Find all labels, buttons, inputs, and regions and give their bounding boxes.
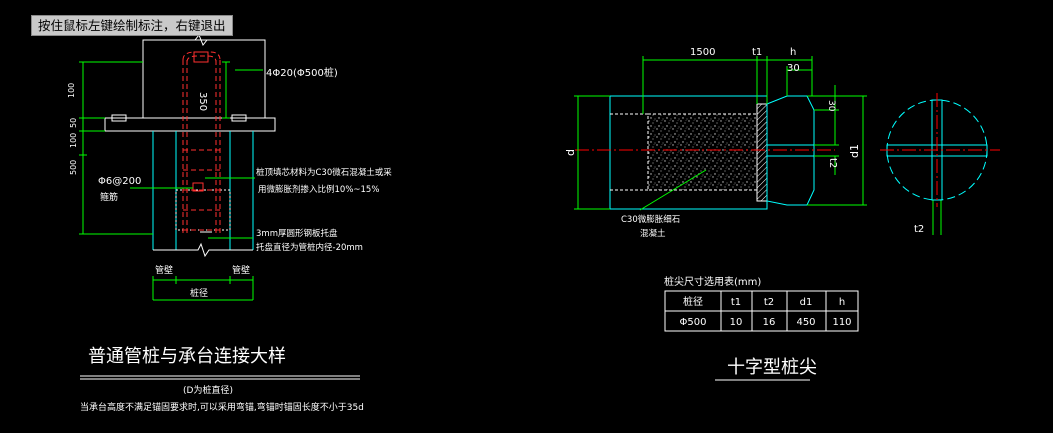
plate-note-1: 3mm厚圆形钢板托盘 xyxy=(256,228,338,239)
detail-note: 当承台高度不满足锚固要求时,可以采用弯锚,弯锚时锚固长度不小于35d xyxy=(80,401,364,413)
pile-cap-connection-detail xyxy=(79,34,360,380)
status-tooltip: 按住鼠标左键绘制标注，右键退出 xyxy=(31,15,233,36)
dim-h: h xyxy=(790,47,796,58)
table-header-cell: t1 xyxy=(731,297,741,308)
table-cell: Φ500 xyxy=(680,317,707,328)
dim-350: 350 xyxy=(197,92,208,111)
plate-note-2: 托盘直径为管桩内径-20mm xyxy=(256,242,363,253)
pile-tip-title: 十字型桩尖 xyxy=(727,357,817,378)
fill-note-1: 桩顶填芯材料为C30微石混凝土或采 xyxy=(256,167,392,178)
rebar-cage xyxy=(182,51,221,235)
dim-500: 500 xyxy=(69,160,78,175)
concrete-core xyxy=(647,113,768,191)
table-header-cell: t2 xyxy=(764,297,774,308)
cross-tip-outline xyxy=(766,95,815,206)
left-detail-labels: 4Φ20(Φ500桩) 350 100 50 100 500 Φ6@200 箍筋… xyxy=(67,66,392,413)
table-cell: 10 xyxy=(730,317,743,328)
dim-100b: 100 xyxy=(69,133,78,148)
table-header-cell: 桩径 xyxy=(683,295,703,308)
left-dimensions xyxy=(79,61,263,301)
table-header-cell: h xyxy=(839,297,845,308)
dim-t2: t2 xyxy=(827,158,838,168)
right-detail-labels: 1500 t1 h 30 30 d d1 t2 t2 C30微膨胀细石 混凝土 … xyxy=(564,47,924,378)
cross-pile-tip-detail xyxy=(574,56,1000,381)
bottom-right-label: 管壁 xyxy=(232,264,250,276)
break-line-top xyxy=(185,34,218,46)
table-header-cell: d1 xyxy=(800,297,813,308)
detail-subtitle: (D为桩直径) xyxy=(183,384,233,396)
dim-t2-end-view: t2 xyxy=(914,224,924,235)
concrete-label-2: 混凝土 xyxy=(640,228,666,239)
stirrup-label: Φ6@200 xyxy=(98,176,141,187)
bottom-left-label: 管壁 xyxy=(155,264,173,276)
dim-30-side: 30 xyxy=(826,100,836,112)
dim-1500: 1500 xyxy=(690,47,715,58)
stirrup-sub: 箍筋 xyxy=(100,191,118,203)
size-table-title: 桩尖尺寸选用表(mm) xyxy=(664,275,761,288)
right-dimensions xyxy=(574,56,942,235)
dim-50: 50 xyxy=(69,118,78,128)
dim-100: 100 xyxy=(67,83,76,98)
detail-title: 普通管桩与承台连接大样 xyxy=(88,346,286,367)
concrete-label-1: C30微膨胀细石 xyxy=(621,214,680,225)
table-cell: 110 xyxy=(832,317,851,328)
break-line-bottom xyxy=(153,242,253,258)
bottom-dim-label: 桩径 xyxy=(190,287,208,299)
dim-d1: d1 xyxy=(848,144,861,158)
tip-end-plate xyxy=(756,103,768,202)
dim-30-top: 30 xyxy=(787,63,800,74)
dim-d: d xyxy=(564,149,577,156)
table-cell: 450 xyxy=(796,317,815,328)
dim-t1: t1 xyxy=(752,47,762,58)
table-cell: 16 xyxy=(763,317,776,328)
fill-note-2: 用微膨胀剂掺入比例10%~15% xyxy=(258,184,379,195)
rebar-label: 4Φ20(Φ500桩) xyxy=(266,66,338,79)
cap-base-plate xyxy=(104,117,276,132)
